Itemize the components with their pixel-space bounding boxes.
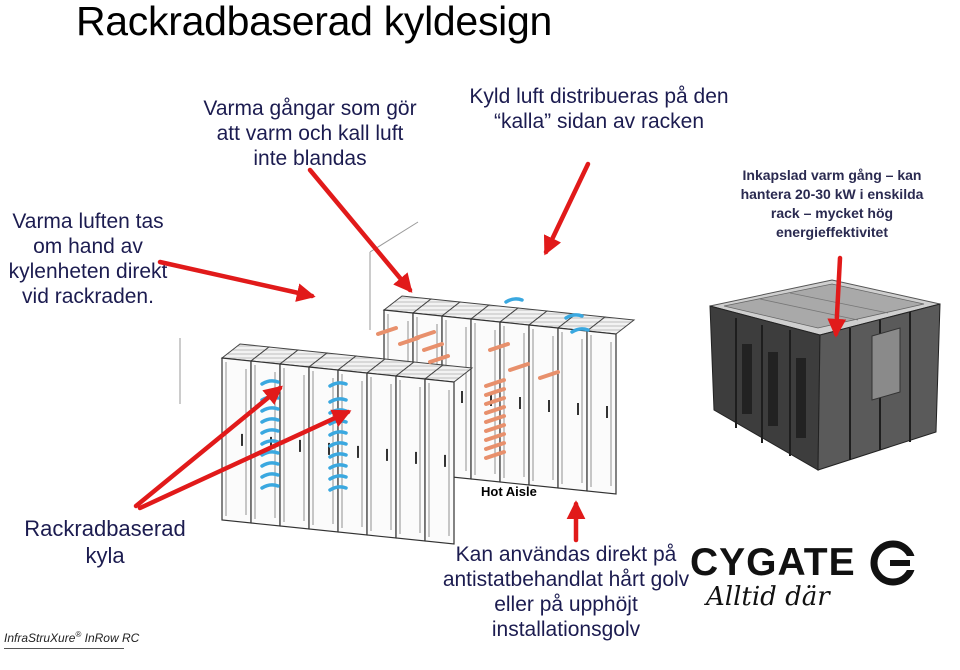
arrow-enclosure bbox=[827, 255, 847, 338]
arrow-rack-cooling-1 bbox=[133, 385, 283, 509]
footer-divider bbox=[4, 648, 124, 649]
arrow-hot-aisle bbox=[307, 167, 413, 293]
footer-brand: InfraStruXure bbox=[4, 631, 76, 645]
back-rack-cabinet bbox=[556, 313, 607, 492]
hot-air-arrow bbox=[508, 362, 530, 372]
cold-air-arrow bbox=[260, 417, 280, 424]
cygate-logo-icon bbox=[870, 540, 918, 586]
cold-air-arrow bbox=[260, 439, 280, 446]
cold-air-arrow bbox=[260, 379, 280, 386]
cold-air-arrow bbox=[328, 463, 348, 470]
hot-air-arrow bbox=[376, 326, 398, 336]
footer-product: InRow RC bbox=[81, 631, 140, 645]
caption-floor-installation: Kan användas direkt på antistatbehandlat… bbox=[442, 543, 690, 641]
cold-air-arrow bbox=[328, 441, 348, 448]
hot-air-arrow bbox=[422, 342, 444, 352]
page-title: Rackradbaserad kyldesign bbox=[76, 0, 552, 44]
caption-cold-air: Kyld luft distribueras på den “kalla” si… bbox=[469, 85, 729, 133]
room-walls bbox=[179, 221, 419, 404]
hot-air-arrow bbox=[484, 423, 506, 433]
cold-air-arrow bbox=[260, 461, 280, 468]
caption-hot-aisles: Varma gångar som gör att varm och kall l… bbox=[203, 97, 417, 170]
cold-air-arrow bbox=[328, 381, 348, 388]
back-rack-cabinet bbox=[585, 316, 636, 495]
cold-air-arrow bbox=[328, 452, 348, 459]
cold-air-arrow bbox=[260, 406, 280, 413]
hot-air-arrow bbox=[484, 414, 506, 424]
arrow-cold-air bbox=[543, 161, 591, 256]
arrow-hot-air-capture bbox=[157, 259, 316, 302]
cold-air-arrow bbox=[570, 327, 590, 334]
hot-air-arrow bbox=[484, 378, 506, 388]
cold-air-arrow bbox=[328, 485, 348, 492]
caption-enclosed-hot-aisle: Inkapslad varm gång – kan hantera 20-30 … bbox=[740, 167, 924, 240]
hot-air-arrow bbox=[484, 396, 506, 406]
cold-air-arrow bbox=[328, 397, 348, 404]
cold-air-arrow bbox=[504, 297, 524, 304]
caption-hot-air-capture: Varma luften tas om hand av kylenheten d… bbox=[8, 210, 168, 308]
registered-mark: ® bbox=[75, 630, 82, 639]
cold-air-arrow bbox=[260, 450, 280, 457]
arrow-rack-cooling-2 bbox=[137, 409, 352, 511]
airflow-indicators bbox=[260, 297, 590, 492]
cygate-logo-text: CYGATE bbox=[690, 541, 856, 584]
caption-rack-row-cooling: Rackradbaserad kyla bbox=[24, 516, 186, 568]
hot-air-arrow bbox=[484, 432, 506, 442]
enclosed-hot-aisle-unit bbox=[709, 279, 941, 471]
hot-air-arrow bbox=[484, 405, 506, 415]
hot-air-arrow bbox=[538, 370, 560, 380]
front-rack-cabinet bbox=[365, 358, 416, 539]
hot-air-arrow bbox=[484, 441, 506, 451]
cold-air-arrow bbox=[328, 430, 348, 437]
hot-air-arrow bbox=[484, 387, 506, 397]
hot-air-arrow bbox=[414, 330, 436, 340]
cold-air-arrow bbox=[260, 483, 280, 490]
hot-air-arrow bbox=[428, 354, 450, 364]
hot-air-arrow bbox=[484, 450, 506, 460]
cold-air-arrow bbox=[260, 472, 280, 479]
cold-air-arrow bbox=[328, 474, 348, 481]
cold-air-arrow bbox=[260, 428, 280, 435]
front-rack-cabinet bbox=[423, 364, 474, 545]
cold-air-arrow bbox=[564, 313, 584, 320]
cygate-slogan: Alltid där bbox=[706, 582, 830, 612]
product-footer: InfraStruXure® InRow RC bbox=[4, 630, 139, 645]
pointer-arrows bbox=[133, 161, 847, 543]
hot-aisle-label: Hot Aisle bbox=[481, 484, 537, 499]
hot-air-arrow bbox=[488, 342, 510, 352]
